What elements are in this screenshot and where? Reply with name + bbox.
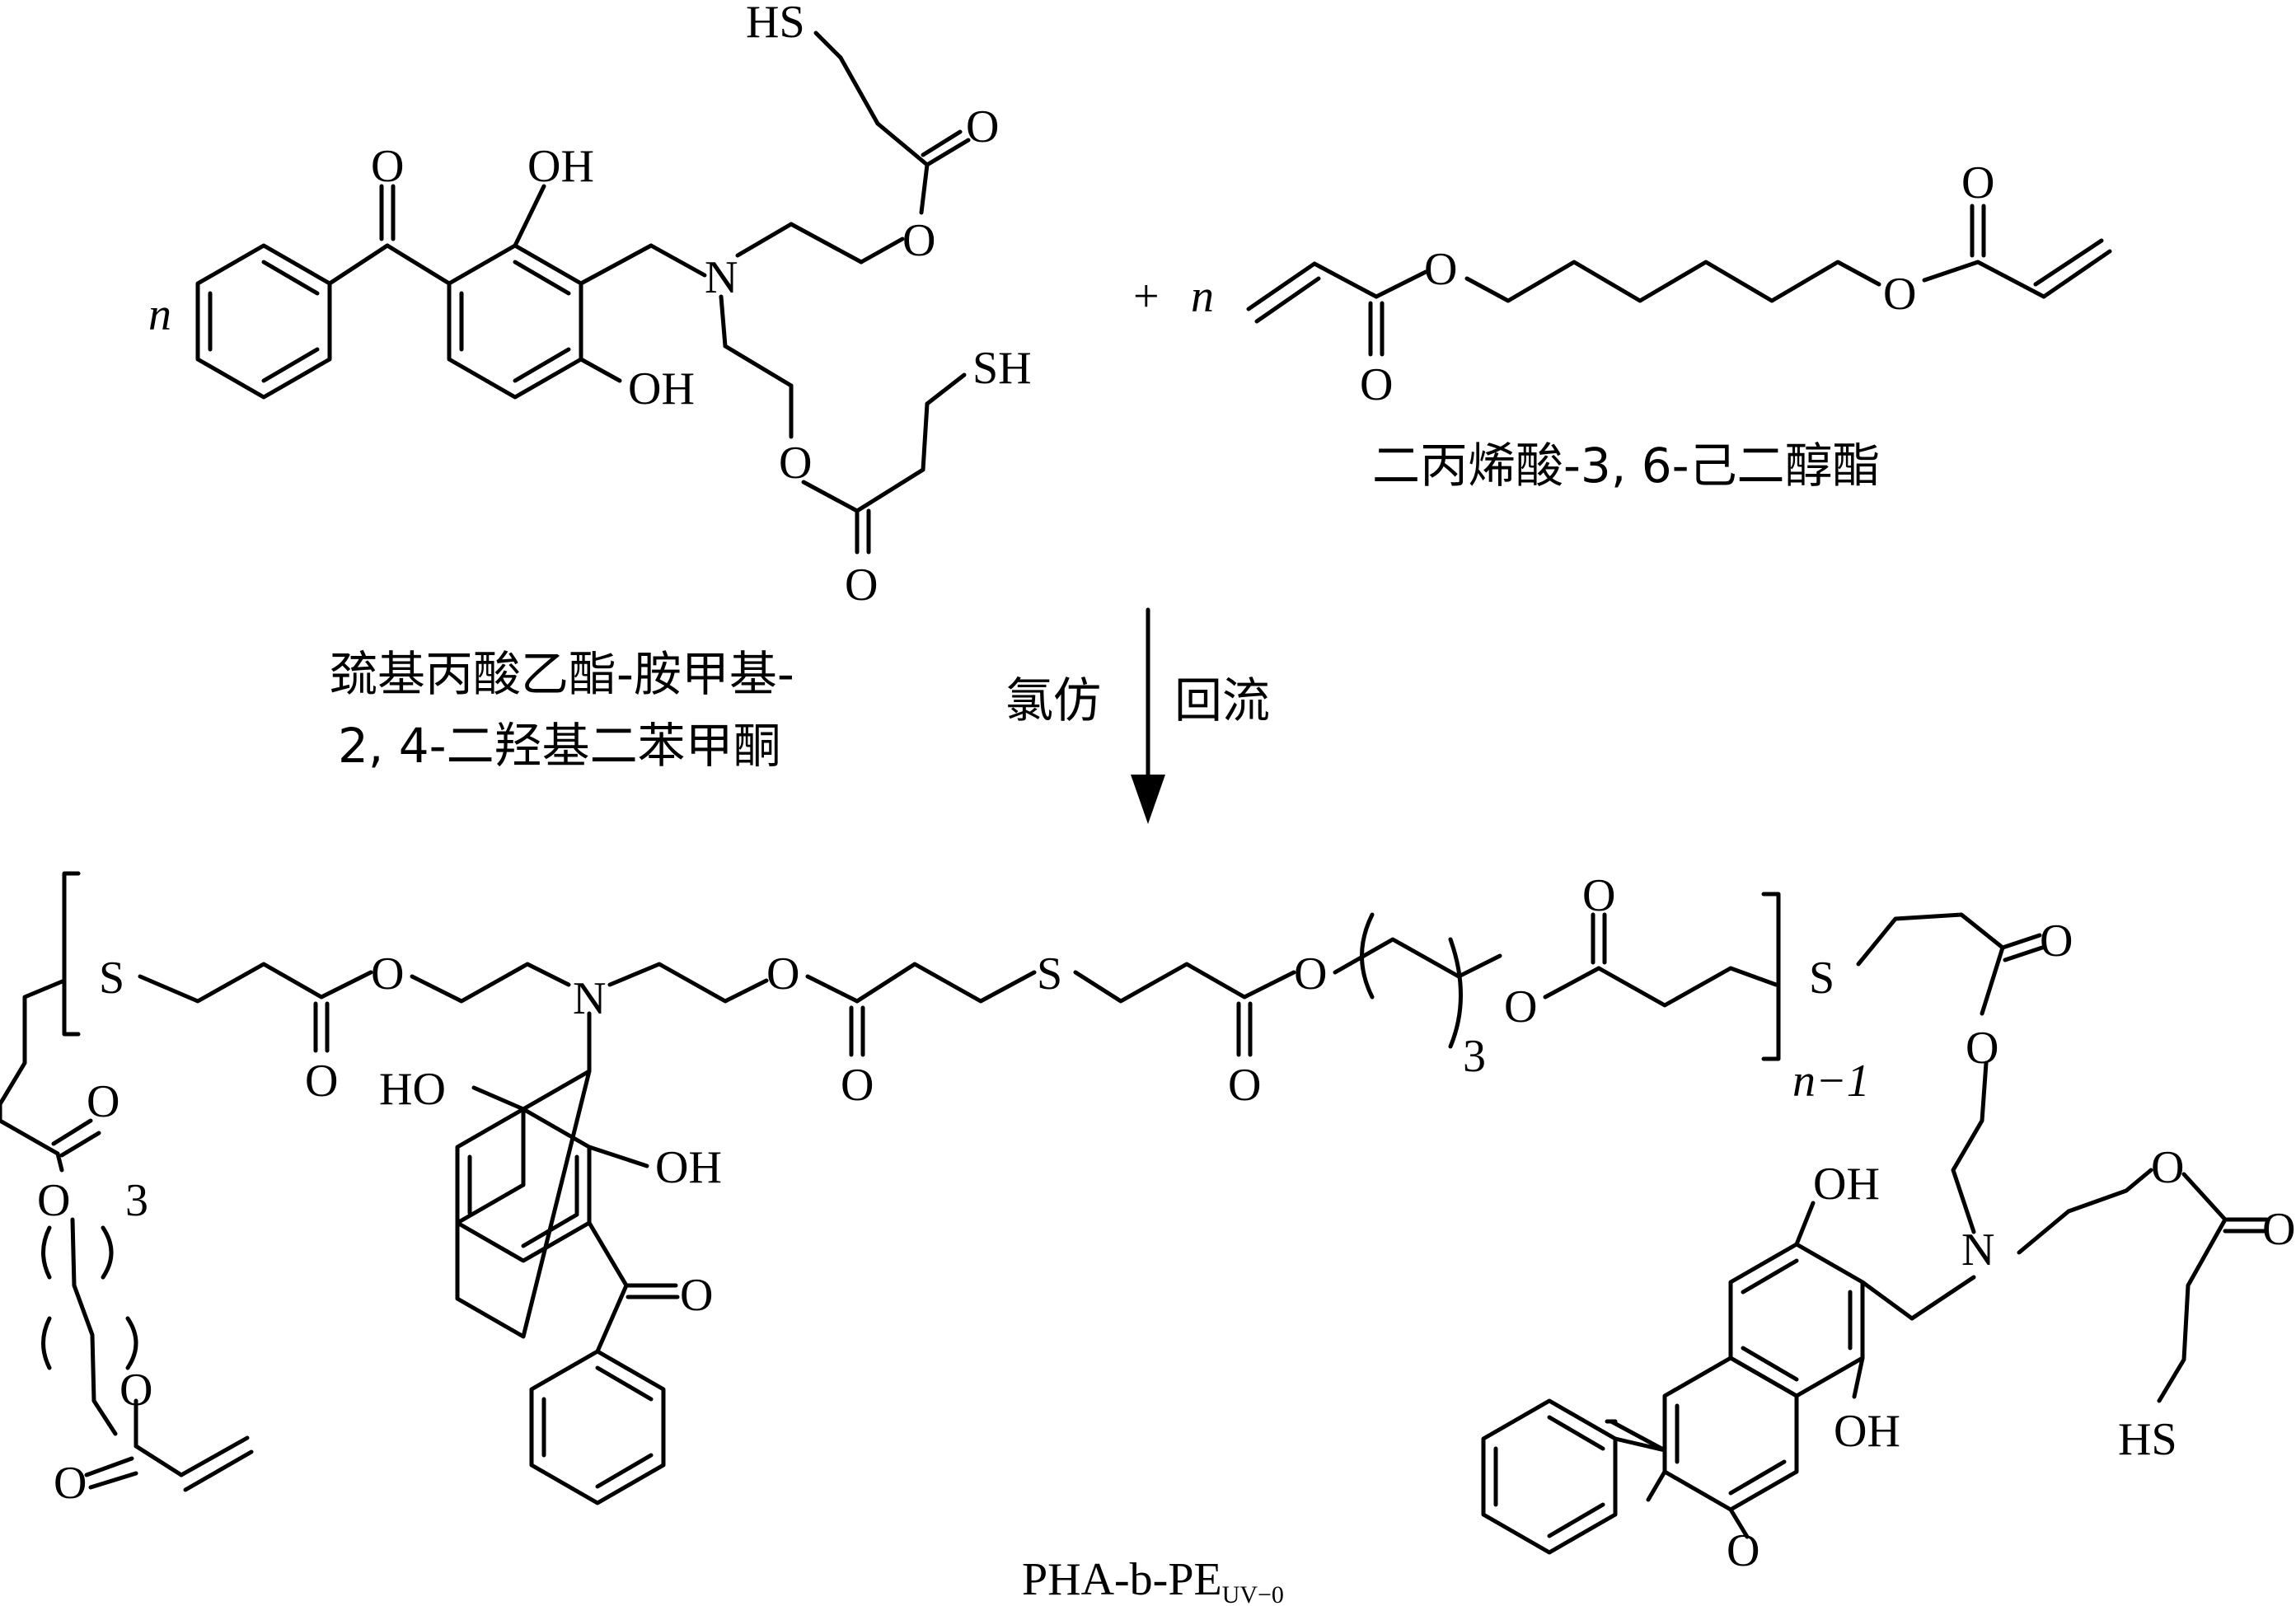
reactant-1-labels: n O OH OH N O O HS O O SH 巯基丙酸乙酯-胺甲基- 2,… (148, 0, 1032, 774)
product-ester-o-3: O (1294, 948, 1327, 1000)
reactant-2-labels: + n O O O O 二丙烯酸-3, 6-己二醇酯 (1133, 157, 1994, 494)
product-carbonyl-o-acrylate: O (54, 1458, 87, 1509)
product-hydroxy-oh-middle: OH (655, 1142, 722, 1193)
product-repeat-label: n−1 (1792, 1056, 1870, 1107)
product-hydroxy-oh-right-bottom: OH (1834, 1406, 1900, 1457)
dihydroxyphenyl-ring (447, 243, 583, 400)
product-carbonyl-o-2: O (841, 1060, 874, 1111)
product-carbonyl-o-left: O (87, 1076, 119, 1127)
thiol-upper-label: HS (746, 0, 805, 48)
reactant-2-structure (1246, 204, 2112, 357)
product-thiol-right: HS (2118, 1414, 2177, 1465)
product-carbonyl-o-4: O (1582, 870, 1615, 921)
diacrylate-carbonyl-oxygen-right: O (1961, 157, 1994, 208)
reactant-1-structure (195, 30, 971, 555)
ester-oxygen-upper-label: O (902, 215, 935, 266)
reactant-1-prefix: n (148, 289, 171, 340)
carbonyl-oxygen-label: O (371, 141, 404, 192)
product-carbonyl-o-6: O (2262, 1204, 2295, 1255)
hydroxy-lower-label: OH (628, 363, 695, 414)
arrow-head (1131, 775, 1165, 824)
amine-nitrogen-label: N (705, 252, 738, 303)
product-hydroxy-oh-right-top: OH (1813, 1159, 1880, 1210)
ester-oxygen-lower-label: O (779, 438, 812, 489)
product-name: PHA-b-PEUV−0 (1022, 1554, 1284, 1606)
product-structure (0, 871, 2269, 1555)
diacrylate-carbonyl-oxygen-left: O (1360, 359, 1393, 410)
product-carbonyl-o-1: O (305, 1056, 338, 1107)
product-carbonyl-o-5: O (2040, 915, 2073, 967)
plus-sign: + (1133, 271, 1160, 322)
product-sulfur-left: S (99, 953, 124, 1004)
product-chain-count-middle: 3 (1463, 1031, 1486, 1082)
product-ester-o-2: O (766, 948, 799, 1000)
product-sulfur-middle: S (1037, 948, 1062, 1000)
condition-solvent: 氯仿 (1005, 672, 1101, 728)
product-ester-o-acrylate: O (119, 1365, 152, 1416)
thiol-lower-label: SH (972, 343, 1032, 394)
reactant-1-name-line-2: 2, 4-二羟基二苯甲酮 (338, 718, 781, 774)
product-chain-count-left: 3 (125, 1175, 148, 1226)
product-ester-o-5: O (1966, 1023, 1998, 1074)
product-ester-o-6: O (2151, 1142, 2184, 1193)
product-ester-o-1: O (371, 948, 404, 1000)
reactant-2-prefix: n (1191, 271, 1214, 322)
product-sulfur-right: S (1809, 953, 1834, 1004)
product-carbonyl-o-middle: O (680, 1270, 713, 1321)
product-carbonyl-o-3: O (1228, 1060, 1261, 1111)
condition-reflux: 回流 (1174, 672, 1270, 728)
reactant-1-name-line-1: 巯基丙酸乙酯-胺甲基- (330, 646, 794, 702)
diacrylate-ester-oxygen-left: O (1424, 244, 1457, 295)
carbonyl-oxygen-upper-label: O (966, 101, 999, 152)
product-phenyl-ring-middle (529, 1349, 666, 1505)
phenyl-ring (195, 243, 332, 400)
product-phenyl-ring-right (1481, 1398, 1618, 1555)
reaction-arrow (1131, 607, 1165, 824)
product-nitrogen: N (573, 973, 606, 1024)
product-hydroxy-ho: HO (379, 1064, 446, 1115)
reactant-2-name: 二丙烯酸-3, 6-己二醇酯 (1372, 438, 1881, 494)
diacrylate-ester-oxygen-right: O (1883, 269, 1916, 320)
product-ester-o-4: O (1504, 981, 1537, 1032)
product-labels: S O O 3 O O O O N O O S O O 3 O O n−1 S … (37, 870, 2295, 1606)
product-nitrogen-right: N (1961, 1224, 1994, 1276)
carbonyl-oxygen-lower-label: O (845, 560, 878, 611)
product-ester-o-left: O (37, 1175, 70, 1226)
hydroxy-upper-label: OH (527, 141, 594, 192)
product-dihydroxy-ring-right (1728, 1242, 1865, 1398)
product-carbonyl-o-right: O (1727, 1525, 1759, 1576)
